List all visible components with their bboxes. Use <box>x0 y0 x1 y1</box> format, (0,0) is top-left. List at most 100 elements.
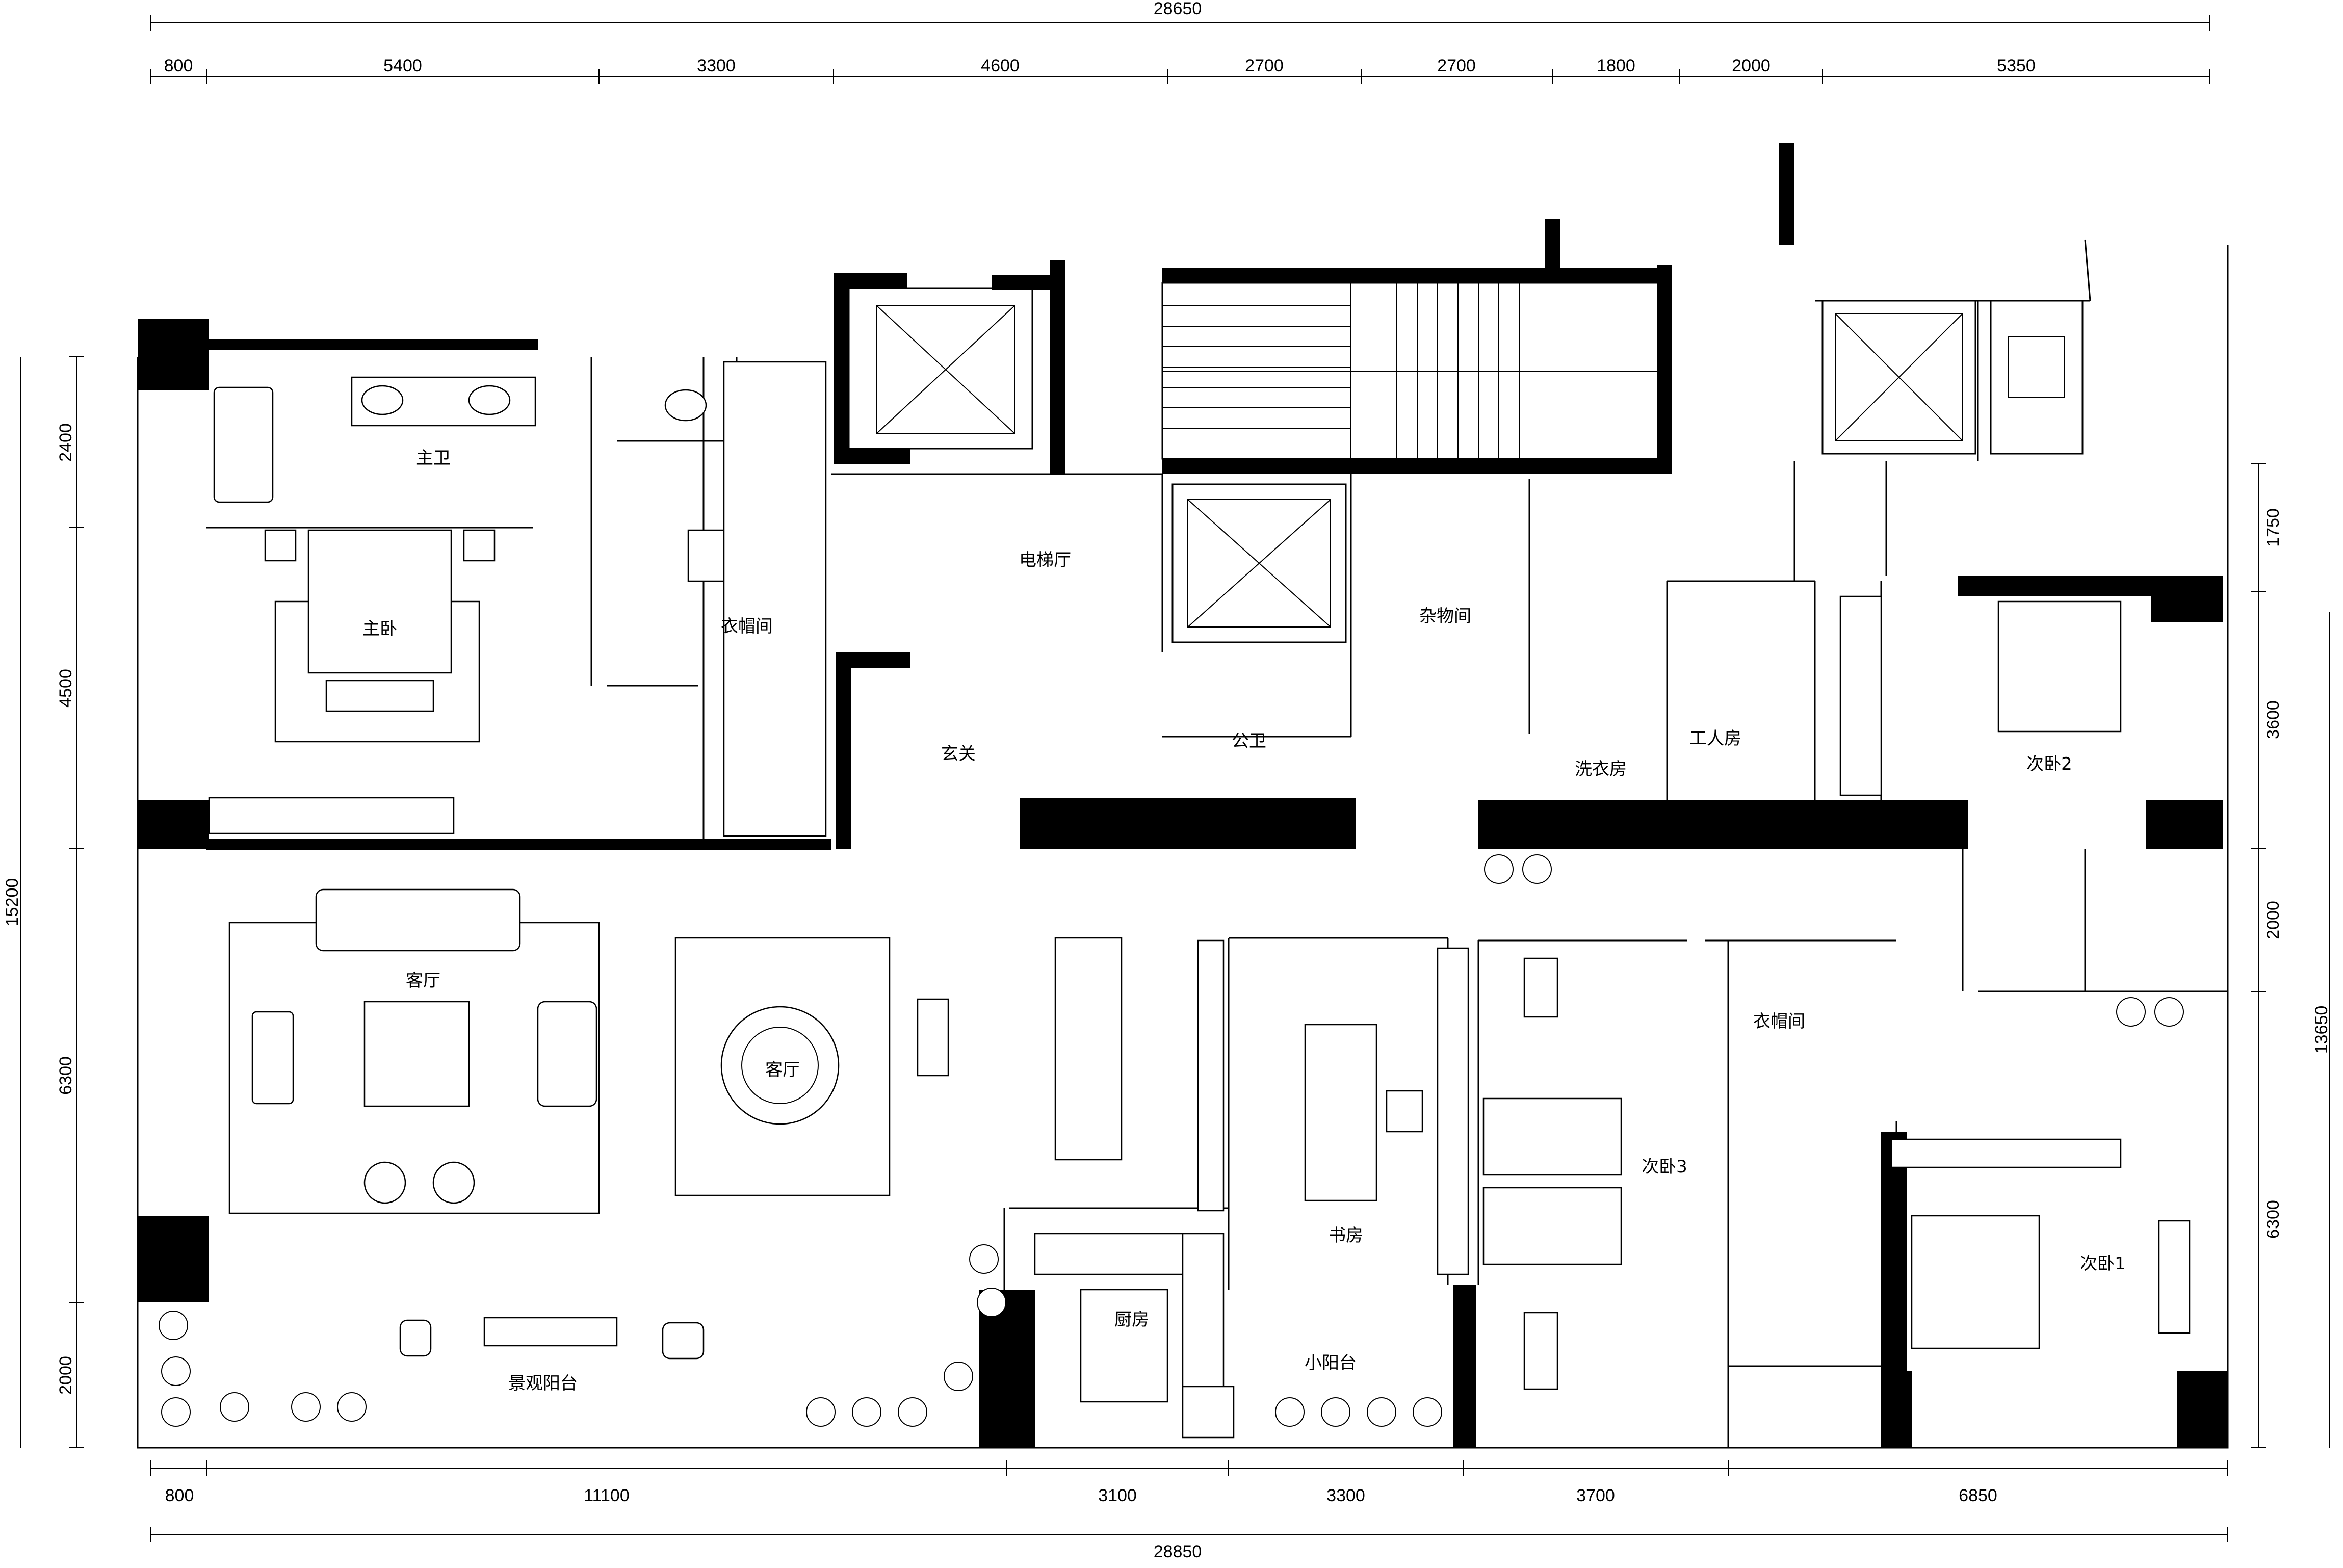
chair-icon <box>662 1322 705 1360</box>
master-bath-fixtures <box>213 376 707 503</box>
dim-bottom-5: 6850 <box>1959 1486 1997 1505</box>
plants <box>159 854 2184 1427</box>
island <box>1080 1289 1168 1403</box>
bedroom-1-furniture <box>1890 1138 2191 1349</box>
plant-icon <box>1522 854 1552 884</box>
chair-icon <box>399 1319 432 1357</box>
label-small-balcony: 小阳台 <box>1305 1353 1357 1373</box>
plant-icon <box>161 1356 191 1386</box>
counter <box>1182 1233 1225 1413</box>
plant-icon <box>337 1392 367 1422</box>
dim-right-0: 1750 <box>2263 508 2283 547</box>
dim-bottom-2: 3100 <box>1098 1486 1137 1505</box>
label-cloakroom-1: 衣帽间 <box>721 616 773 637</box>
bookshelf <box>1437 947 1469 1275</box>
plant-icon <box>1367 1397 1396 1427</box>
label-bedroom-3: 次卧3 <box>1642 1157 1687 1177</box>
toilet-icon <box>664 389 707 422</box>
wardrobe <box>723 361 827 837</box>
cabinet <box>1523 1312 1558 1390</box>
label-living-room: 客厅 <box>406 971 440 991</box>
plant-icon <box>1275 1397 1305 1427</box>
dim-top-total: 28650 <box>1154 0 1202 18</box>
bench <box>483 1317 618 1347</box>
bookshelf <box>1197 939 1225 1212</box>
walls <box>137 143 2229 1449</box>
dim-top-0: 800 <box>164 56 193 75</box>
dining-table-icon <box>1054 937 1123 1161</box>
dim-top-8: 5350 <box>1997 56 2036 75</box>
dimension-left: 15200 2400 4500 6300 2000 <box>3 356 84 1448</box>
chair-icon <box>1386 1090 1423 1133</box>
plant-icon <box>291 1392 321 1422</box>
dim-right-2: 2000 <box>2263 901 2283 939</box>
nightstand <box>264 529 297 562</box>
dimension-right: 1750 3600 2000 6300 13650 <box>2251 463 2331 1448</box>
dim-bottom-3: 3300 <box>1326 1486 1365 1505</box>
chair-icon <box>363 1161 406 1204</box>
kitchen-furniture <box>1034 1233 1235 1439</box>
plant-icon <box>852 1397 881 1427</box>
plant-icon <box>977 1288 1006 1317</box>
label-kitchen: 厨房 <box>1114 1310 1149 1330</box>
sink-icon <box>468 385 511 415</box>
label-study: 书房 <box>1329 1225 1363 1246</box>
sink-icon <box>361 385 404 415</box>
dim-top-2: 3300 <box>697 56 736 75</box>
plant-icon <box>1413 1397 1442 1427</box>
bedroom-2-furniture <box>1839 595 2122 796</box>
bed-icon <box>307 529 452 674</box>
armchair-icon <box>537 1001 597 1107</box>
plant-icon <box>2154 997 2184 1027</box>
dim-right-1: 3600 <box>2263 700 2283 739</box>
label-public-bath: 公卫 <box>1232 731 1266 751</box>
bench <box>325 680 434 712</box>
plant-icon <box>220 1392 249 1422</box>
fridge <box>1182 1386 1235 1439</box>
plant-icon <box>159 1311 188 1340</box>
elevator-1 <box>848 287 1033 450</box>
plant-icon <box>1484 854 1514 884</box>
bedroom-3-furniture <box>1482 957 1622 1390</box>
console <box>917 998 949 1077</box>
dim-bottom-0: 800 <box>165 1486 194 1505</box>
plant-icon <box>944 1362 973 1391</box>
label-foyer: 玄关 <box>941 744 976 764</box>
dim-top-6: 1800 <box>1597 56 1635 75</box>
dining-furniture <box>674 937 1123 1196</box>
plant-icon <box>806 1397 836 1427</box>
counter <box>1034 1233 1189 1275</box>
label-elevator-hall: 电梯厅 <box>1019 550 1071 570</box>
dim-left-1: 4500 <box>56 669 75 708</box>
dim-top-3: 4600 <box>981 56 1020 75</box>
dim-bottom-1: 11100 <box>584 1486 630 1505</box>
label-cloakroom-2: 衣帽间 <box>1753 1011 1805 1032</box>
plant-icon <box>898 1397 927 1427</box>
label-worker-room: 工人房 <box>1689 728 1741 749</box>
bathtub-icon <box>213 386 274 503</box>
tv-console <box>2158 1220 2191 1334</box>
elevator-2 <box>1172 483 1347 643</box>
dim-left-total: 15200 <box>3 878 22 927</box>
bed-icon <box>1911 1215 2040 1349</box>
label-master-bath: 主卫 <box>416 448 451 468</box>
dimension-bottom: 800 11100 3100 3300 3700 6850 28850 <box>150 1460 2228 1561</box>
plant-icon <box>2116 997 2146 1027</box>
plant-icon <box>1321 1397 1350 1427</box>
desk <box>1304 1024 1377 1201</box>
label-view-balcony: 景观阳台 <box>508 1373 578 1394</box>
label-dining: 客厅 <box>765 1060 800 1080</box>
dining-table-icon <box>720 1006 840 1125</box>
dim-bottom-4: 3700 <box>1576 1486 1615 1505</box>
dim-top-7: 2000 <box>1732 56 1771 75</box>
elevator-4 <box>1990 300 2084 455</box>
wardrobe <box>1890 1138 2122 1168</box>
dim-right-3: 6300 <box>2263 1200 2283 1239</box>
dim-top-1: 5400 <box>383 56 422 75</box>
ottoman <box>251 1011 294 1105</box>
plant-icon <box>161 1397 191 1427</box>
label-master-bedroom: 主卧 <box>362 619 397 639</box>
bed-icon <box>1997 600 2122 733</box>
bed-icon <box>1482 1097 1622 1176</box>
